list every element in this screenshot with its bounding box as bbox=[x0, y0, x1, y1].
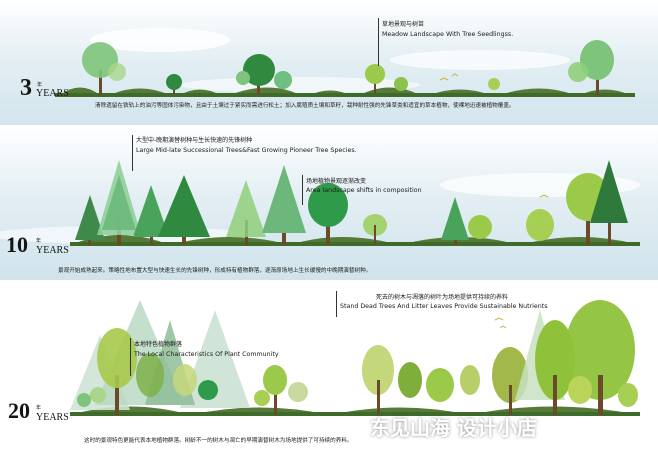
stage-number: 3 bbox=[20, 75, 32, 101]
stage-20-illustration bbox=[0, 280, 658, 465]
conifer-tree bbox=[75, 195, 105, 245]
stage-unit-zh: 年 bbox=[37, 82, 43, 88]
leader-line bbox=[378, 18, 379, 66]
stage-title-zh: 草地景观与树苗 bbox=[382, 21, 425, 28]
round-tree bbox=[82, 42, 126, 95]
stage-description: 这时的景观特色更能代表本地植物群落。树龄不一的树木与凋亡的早期演替树木为场地提供… bbox=[84, 438, 353, 444]
round-tree bbox=[568, 40, 614, 95]
leader-line bbox=[132, 135, 133, 171]
leader-line bbox=[130, 338, 131, 376]
conifer-tree bbox=[590, 160, 628, 245]
conifer-tree bbox=[158, 175, 210, 245]
conifer-tree bbox=[226, 180, 266, 245]
stage-title2-zh: 死去的树木与凋落的树叶为场地提供可持续的养料 bbox=[376, 294, 509, 301]
stage-unit-en: YEARS bbox=[36, 245, 69, 256]
leader-line bbox=[302, 175, 303, 205]
leader-line bbox=[336, 291, 337, 317]
stage-title-zh: 大型中-晚期演替树种与生长快速的先锋树种 bbox=[136, 137, 253, 144]
stage-10-years-panel: 大型中-晚期演替树种与生长快速的先锋树种 Large Mid-late Succ… bbox=[0, 125, 658, 280]
stage-title-zh: 本地特色植物群落 bbox=[134, 341, 183, 348]
stage-title-en: The Local Characteristics Of Plant Commu… bbox=[134, 351, 279, 358]
stage-3-illustration bbox=[0, 0, 658, 125]
stage-unit-en: YEARS bbox=[36, 412, 69, 423]
round-tree bbox=[166, 74, 182, 94]
stage-20-years-panel: 本地特色植物群落 The Local Characteristics Of Pl… bbox=[0, 280, 658, 465]
stage-title2-en: Stand Dead Trees And Litter Leaves Provi… bbox=[340, 303, 548, 310]
stage-title-en: Meadow Landscape With Tree Seedlingss. bbox=[382, 31, 514, 38]
stage-3-years-panel: 草地景观与树苗 Meadow Landscape With Tree Seedl… bbox=[0, 0, 658, 125]
round-tree bbox=[308, 183, 387, 245]
stage-unit-zh: 年 bbox=[36, 405, 42, 411]
stage-number: 10 bbox=[6, 232, 28, 257]
round-tree bbox=[254, 365, 308, 415]
watermark-text: 东见山海 设计小店 bbox=[370, 416, 537, 440]
stage-unit-zh: 年 bbox=[36, 238, 42, 244]
conifer-tree bbox=[262, 165, 306, 245]
stage-number: 20 bbox=[8, 398, 30, 423]
conifer-tree bbox=[515, 300, 638, 415]
conifer-tree bbox=[133, 185, 169, 245]
stage-title2-en: Area landscape shifts in composition bbox=[306, 187, 422, 194]
round-tree bbox=[236, 54, 292, 95]
conifer-tree bbox=[441, 197, 554, 245]
stage-description: 景观开始成熟起来。策略性地布置大型与快速生长的先锋树种，形成特有植物群落，逐渐原… bbox=[58, 268, 372, 274]
broadleaf-tree bbox=[77, 328, 218, 415]
stage-unit-en: YEARS bbox=[36, 88, 69, 99]
stage-title-en: Large Mid-late Successional Trees&Fast G… bbox=[136, 147, 357, 154]
round-tree bbox=[365, 64, 500, 94]
stage-title2-zh: 场地植物景观逐渐改变 bbox=[306, 178, 367, 185]
stage-description: 清除遗留在铁轨上的油污等固体污染物，且由于土壤过于紧实而需进行松土；加入腐殖质土… bbox=[95, 103, 515, 109]
conifer-tree bbox=[97, 160, 141, 245]
stage-10-illustration bbox=[0, 125, 658, 280]
